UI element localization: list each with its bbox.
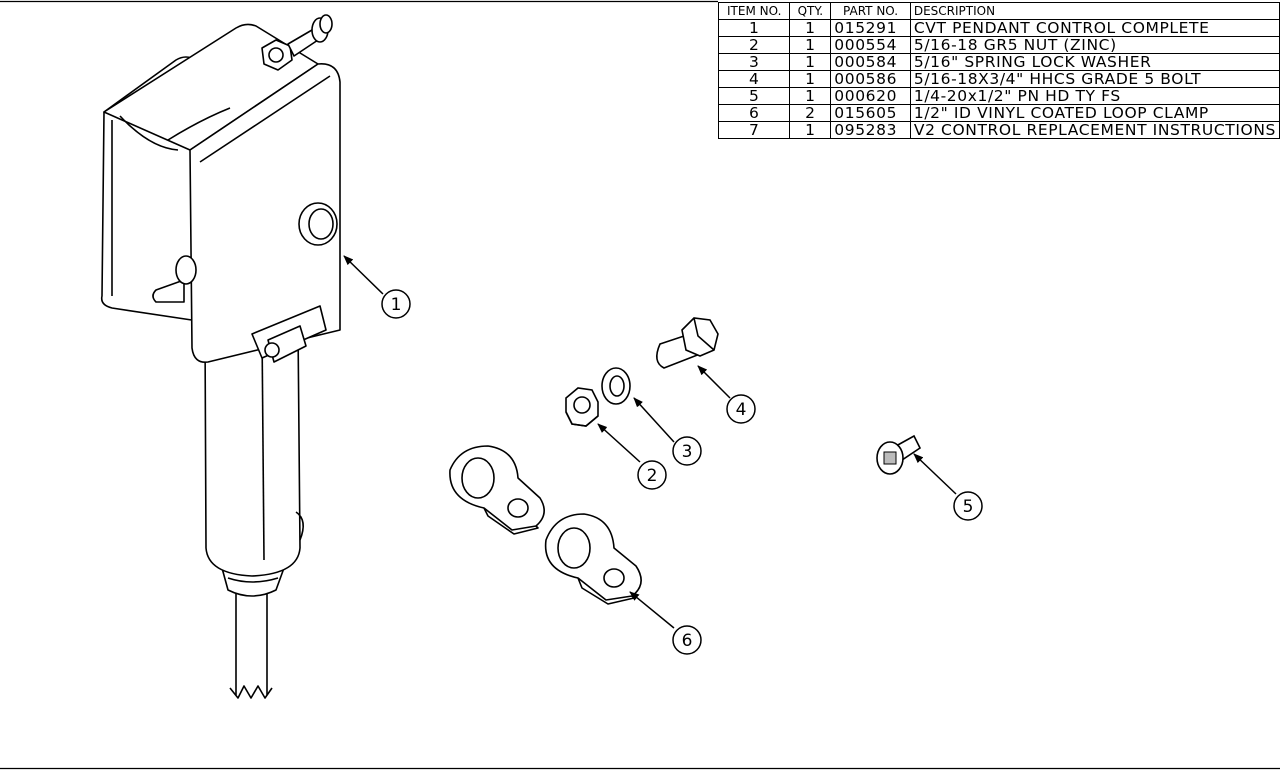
bom-cell-item: 1: [717, 19, 791, 37]
callout-label-2: 2: [647, 466, 658, 486]
bill-of-materials-table: ITEM NO. QTY. PART NO. DESCRIPTION 1 1 0…: [717, 2, 1280, 139]
leader-6: [629, 591, 675, 629]
bom-cell-part-no: 015605: [830, 104, 911, 122]
bom-cell-item: 4: [717, 70, 791, 88]
hex-bolt-part: [656, 317, 719, 369]
bom-cell-part-no: 000554: [830, 36, 911, 54]
bom-cell-description: 1/4-20x1/2" PN HD TY FS: [909, 87, 1280, 105]
bom-cell-part-no: 000620: [830, 87, 911, 105]
callout-balloon-2: 2: [637, 460, 667, 490]
bom-cell-qty: 1: [789, 70, 832, 88]
callout-balloon-6: 6: [672, 625, 702, 655]
leader-1: [343, 255, 384, 295]
callout-label-1: 1: [391, 295, 402, 315]
bom-cell-item: 2: [717, 36, 791, 54]
bom-row: 1 1 015291 CVT PENDANT CONTROL COMPLETE: [717, 19, 1280, 37]
bom-row: 3 1 000584 5/16" SPRING LOCK WASHER: [717, 53, 1280, 71]
callout-balloon-4: 4: [726, 394, 756, 424]
bom-cell-qty: 1: [789, 36, 832, 54]
callout-label-3: 3: [682, 442, 693, 462]
bom-cell-description: 5/16-18X3/4" HHCS GRADE 5 BOLT: [909, 70, 1280, 88]
bom-header-qty: QTY.: [789, 2, 832, 20]
bom-cell-part-no: 000584: [830, 53, 911, 71]
leader-5: [913, 453, 957, 495]
bom-cell-qty: 2: [789, 104, 832, 122]
bom-row: 4 1 000586 5/16-18X3/4" HHCS GRADE 5 BOL…: [717, 70, 1280, 88]
bom-cell-description: V2 CONTROL REPLACEMENT INSTRUCTIONS: [909, 121, 1280, 139]
bom-cell-item: 6: [717, 104, 791, 122]
bom-cell-qty: 1: [789, 121, 832, 139]
loop-clamp-upper-part: [449, 445, 545, 535]
bom-row: 5 1 000620 1/4-20x1/2" PN HD TY FS: [717, 87, 1280, 105]
bom-row: 2 1 000554 5/16-18 GR5 NUT (ZINC): [717, 36, 1280, 54]
callout-balloon-5: 5: [953, 491, 983, 521]
pan-head-screw-part: [876, 434, 922, 475]
bom-cell-description: 5/16-18 GR5 NUT (ZINC): [909, 36, 1280, 54]
bom-row: 6 2 015605 1/2" ID VINYL COATED LOOP CLA…: [717, 104, 1280, 122]
callout-balloon-1: 1: [381, 289, 411, 319]
hex-nut-part: [565, 387, 599, 427]
bom-cell-item: 5: [717, 87, 791, 105]
bom-cell-qty: 1: [789, 87, 832, 105]
lock-washer-part: [601, 367, 631, 405]
leader-2: [597, 423, 641, 463]
bom-cell-qty: 1: [789, 53, 832, 71]
callout-label-6: 6: [682, 631, 693, 651]
bom-cell-part-no: 000586: [830, 70, 911, 88]
leader-lines: [343, 255, 957, 629]
bom-cell-part-no: 095283: [830, 121, 911, 139]
bom-row: 7 1 095283 V2 CONTROL REPLACEMENT INSTRU…: [717, 121, 1280, 139]
bom-cell-item: 7: [717, 121, 791, 139]
bom-cell-item: 3: [717, 53, 791, 71]
leader-4: [697, 365, 731, 399]
bom-header-description: DESCRIPTION: [909, 2, 1280, 20]
callout-balloon-3: 3: [672, 436, 702, 466]
bom-header-part-no: PART NO.: [830, 2, 911, 20]
callout-label-4: 4: [736, 400, 747, 420]
loop-clamp-lower-part: [544, 513, 642, 605]
bom-cell-description: 5/16" SPRING LOCK WASHER: [909, 53, 1280, 71]
leader-3: [633, 397, 675, 443]
bom-cell-part-no: 015291: [830, 19, 911, 37]
bom-cell-qty: 1: [789, 19, 832, 37]
bom-cell-description: CVT PENDANT CONTROL COMPLETE: [909, 19, 1280, 37]
bom-cell-description: 1/2" ID VINYL COATED LOOP CLAMP: [909, 104, 1280, 122]
bom-header-row: ITEM NO. QTY. PART NO. DESCRIPTION: [717, 2, 1280, 20]
pendant-control-assembly: [100, 14, 341, 699]
bom-header-item-no: ITEM NO.: [717, 2, 791, 20]
callout-label-5: 5: [963, 497, 974, 517]
callout-balloons: 1 2 3 4 5 6: [381, 289, 983, 655]
